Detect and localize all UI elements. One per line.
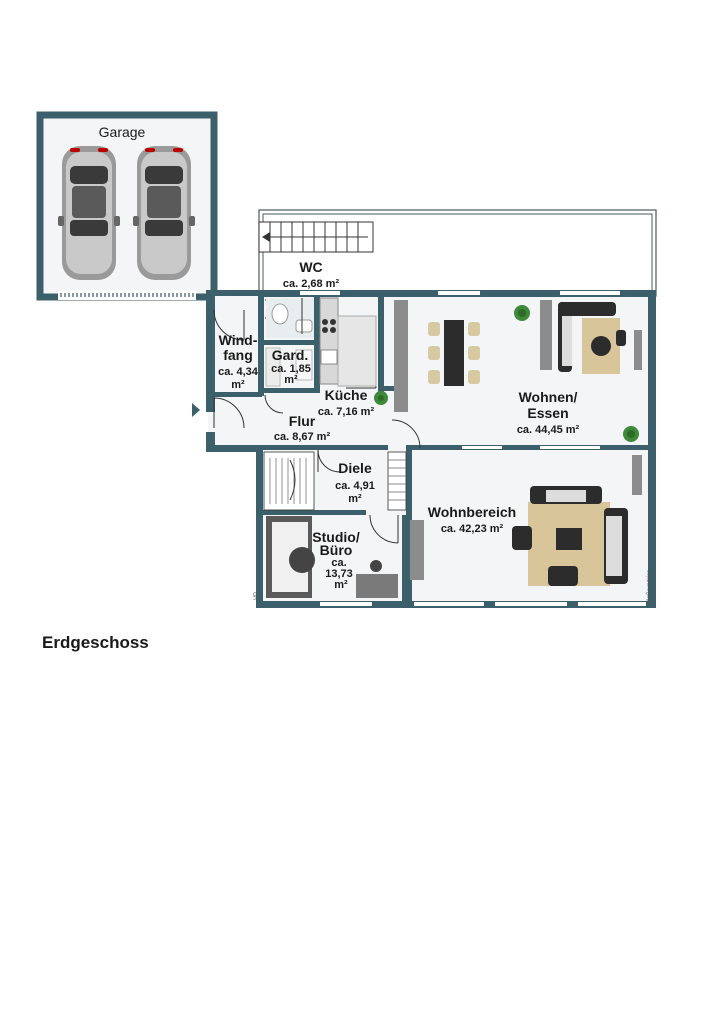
wc-label: WC [299,259,322,275]
house: WC ca. 2,68 m² Wind- fang ca. 4,34 m² Ga… [192,259,656,608]
wc-fixtures [266,298,314,338]
door-gard [264,394,284,414]
studio-area-1: ca. [331,557,346,569]
garderobe-area-2: m² [284,374,298,386]
plant-icon [623,426,639,442]
studio-area-3: m² [334,579,348,591]
wohnbereich-area: ca. 42,23 m² [441,523,504,535]
floor-title: Erdgeschoss [42,633,149,652]
wohnen-essen-area: ca. 44,45 m² [517,424,580,436]
kueche-label: Küche [325,387,368,403]
lounge-area [540,300,642,374]
wohnen-essen-label-2: Essen [527,405,568,421]
windfang-label-1: Wind- [219,332,258,348]
gard-shelves [265,347,313,387]
studio-label-1: Studio/ [312,529,360,545]
diele-area-1: ca. 4,91 [335,480,375,492]
entrance-arrow-icon [192,403,200,417]
wc-area: ca. 2,68 m² [283,278,340,290]
car-icon [133,146,195,280]
garage: Garage [36,111,218,301]
studio-area-2: 13,73 [325,568,353,580]
kueche-area: ca. 7,16 m² [318,406,375,418]
diele-area-2: m² [348,493,362,505]
door-studio [369,514,399,544]
garderobe-area-1: ca. 1,85 [271,363,311,375]
plant-icon [514,305,530,321]
car-icon [58,146,120,280]
door-diele [317,449,341,473]
wohnen-essen-label-1: Wohnen/ [519,389,578,405]
outdoor-stairs [258,221,374,253]
plant-icon [374,391,388,405]
door-flur-wohnen [391,419,421,449]
garderobe-label: Gard. [272,347,309,363]
flur-label: Flur [289,413,316,429]
living-area [410,455,642,586]
diele-label: Diele [338,460,372,476]
studio-label-2: Büro [320,542,353,558]
indoor-stairs [263,451,407,511]
watermark-left: VP [254,592,260,600]
studio-furniture [266,516,398,598]
windfang-label-2: fang [223,347,253,363]
kitchen-counter [319,297,377,387]
windfang-area-2: m² [231,379,245,391]
windfang-area-1: ca. 4,34 [218,366,259,378]
flur-area: ca. 8,67 m² [274,431,331,443]
watermark-right: McGrundriss [647,570,653,604]
wohnbereich-label: Wohnbereich [428,504,516,520]
garage-label: Garage [99,124,146,140]
door-windfang [213,309,245,429]
kitchen-island [394,300,408,412]
dining-table [428,320,480,386]
